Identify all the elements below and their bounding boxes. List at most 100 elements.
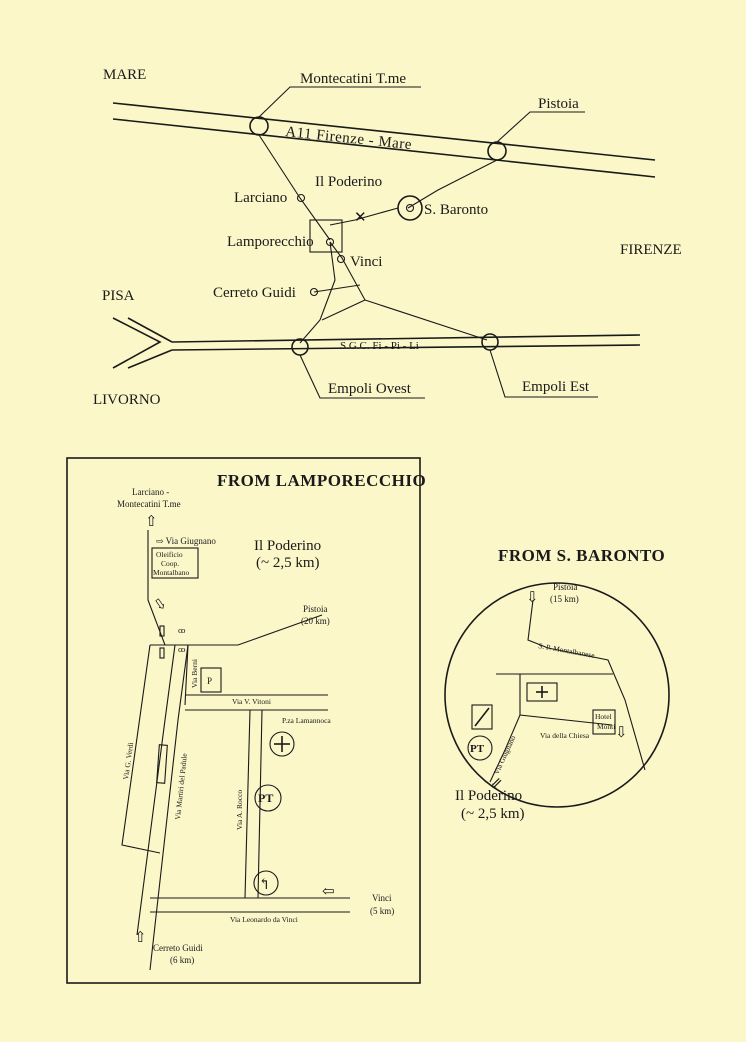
larciano-marker — [296, 193, 306, 203]
oleificio-label-2: Coop. — [161, 559, 179, 568]
firenze-label: FIRENZE — [620, 242, 682, 258]
via-chiesa-label: Via della Chiesa — [540, 731, 590, 740]
hotel-arrow-icon: ⇩ — [615, 725, 628, 741]
traffic-light-marker — [159, 625, 165, 637]
montecatini-exit-marker — [249, 116, 269, 136]
lamporecchio-marker — [325, 237, 335, 247]
il-poderino-label: Il Poderino — [254, 538, 321, 554]
via-giugnano-label: Via Giugnano — [492, 734, 518, 776]
il-poderino-distance: (~ 2,5 km) — [256, 555, 320, 571]
pistoia-km-label: (20 km) — [301, 616, 330, 626]
pistoia-label: Pistoia — [553, 582, 578, 592]
turn-left-icon: ↰ — [258, 877, 271, 893]
oleificio-label-3: Montalbano — [153, 568, 189, 577]
baronto-map-circle — [444, 582, 670, 808]
il-poderino-label: Il Poderino — [315, 174, 382, 190]
road-vinci-junction — [321, 299, 366, 321]
lamporecchio-map-title: FROM LAMPORECCHIO — [217, 471, 426, 490]
pistoia-label: Pistoia — [538, 96, 579, 112]
via-rocco-label: Via A. Rocco — [235, 790, 244, 830]
hotel-label-2: Monti — [597, 722, 615, 731]
s-baronto-label: S. Baronto — [424, 202, 488, 218]
left-arrow-icon: ⇦ — [322, 884, 335, 900]
via-martiri-road-2 — [136, 644, 176, 936]
via-giugnano-label: ⇨ Via Giugnano — [156, 536, 216, 546]
up-arrow-icon-2: ⇧ — [134, 930, 147, 946]
vinci-label: Vinci — [372, 893, 392, 903]
il-poderino-label: Il Poderino — [455, 788, 522, 804]
baronto-map-title: FROM S. BARONTO — [498, 546, 665, 565]
empoli-ovest-exit-marker — [291, 338, 309, 356]
cerreto-guidi-label: Cerreto Guidi — [153, 943, 203, 953]
pisa-label: PISA — [102, 288, 135, 304]
s-baronto-marker-inner — [405, 203, 415, 213]
parking-icon: P — [207, 676, 212, 686]
giugnano-arrow-icon: ⇙ — [490, 776, 503, 792]
empoli-ovest-label: Empoli Ovest — [328, 381, 412, 397]
pistoia-callout — [496, 111, 585, 143]
via-verdi-road — [121, 644, 161, 854]
road-vinci-empoli-est — [364, 299, 488, 341]
vinci-marker — [336, 254, 346, 264]
empoli-est-callout — [489, 349, 598, 398]
via-rocco-road-left — [244, 709, 251, 899]
lamporecchio-area-box — [309, 219, 343, 253]
a11-motorway-line-1 — [112, 102, 656, 161]
lamporecchio-label: Lamporecchio — [227, 234, 314, 250]
sp-montalbanese-label: S. P. Montalbanese — [538, 641, 596, 660]
vinci-km-label: (5 km) — [370, 906, 394, 916]
sign-box — [471, 704, 493, 730]
sgc-label: S.G.C. Fi - Pi - Li — [340, 340, 419, 352]
piazza-lamannoca-label: P.za Lamannoca — [282, 716, 331, 725]
oleificio-label-1: Oleificio — [156, 550, 183, 559]
via-vittoni-label: Via V. Vitoni — [232, 697, 271, 706]
empoli-est-exit-marker — [481, 333, 499, 351]
vinci-label: Vinci — [350, 254, 382, 270]
cerreto-guidi-km-label: (6 km) — [170, 955, 194, 965]
down-arrow-icon: ⇩ — [526, 590, 539, 606]
via-berni-label: Via Berni — [190, 659, 199, 688]
montecatini-label: Montecatini T.me — [300, 71, 406, 87]
empoli-ovest-callout — [299, 354, 425, 399]
pistoia-exit-marker — [487, 141, 507, 161]
road-lamporecchio-empoli-ovest — [299, 241, 336, 344]
a11-motorway-line-2 — [112, 118, 656, 178]
post-office-icon: PT — [258, 791, 273, 805]
one-way-sign — [156, 744, 168, 784]
sgc-line-2 — [171, 344, 641, 351]
montecatini-callout — [258, 86, 421, 118]
direction-arrow-icon: ⇩ — [151, 595, 170, 615]
road-montecatini-lamporecchio — [258, 134, 331, 241]
hotel-building — [592, 709, 616, 735]
road-from-larciano — [147, 530, 166, 646]
traffic-light-icon-2: ꝏ — [178, 645, 186, 654]
livorno-label: LIVORNO — [93, 392, 161, 408]
il-poderino-cross-icon: ✕ — [354, 210, 367, 226]
road-to-pistoia — [150, 614, 323, 646]
up-arrow-icon: ⇧ — [145, 514, 158, 530]
post-office-marker — [254, 784, 282, 812]
road-lamporecchio-baronto — [329, 207, 399, 226]
road-lamporecchio-vinci — [329, 241, 366, 301]
il-poderino-distance: (~ 2,5 km) — [461, 806, 525, 822]
empoli-est-label: Empoli Est — [522, 379, 590, 395]
sign-diagonal-icon — [474, 707, 490, 727]
overview-map: Montecatini T.me MARE Pistoia A11 Firenz… — [93, 67, 682, 408]
sp-montalbanese-road — [527, 599, 646, 771]
larciano-montecatini-label-1: Larciano - — [132, 487, 169, 497]
turn-sign-marker — [253, 870, 279, 896]
sgc-fork-outer — [112, 317, 162, 369]
via-martiri-label: Via Martiri del Padule — [173, 752, 189, 820]
parking-sign — [200, 667, 222, 693]
church-building — [526, 682, 558, 702]
cerreto-guidi-label: Cerreto Guidi — [213, 285, 296, 301]
road-cerreto-vinci — [313, 284, 361, 293]
oleificio-building — [151, 547, 199, 579]
mare-label: MARE — [103, 67, 146, 83]
baronto-detail-map: FROM S. BARONTO ⇩ Pistoia (15 km) S. P. … — [444, 546, 670, 822]
larciano-montecatini-label-2: Montecatini T.me — [117, 499, 181, 509]
pistoia-label: Pistoia — [303, 604, 328, 614]
lamporecchio-detail-map: FROM LAMPORECCHIO Larciano - Montecatini… — [66, 457, 426, 984]
lamporecchio-map-frame — [66, 457, 421, 984]
